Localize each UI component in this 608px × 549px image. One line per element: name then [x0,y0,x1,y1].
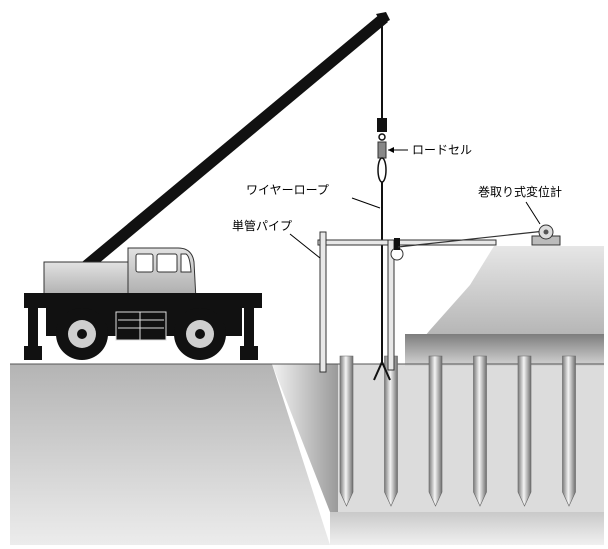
frame-leg-left [319,231,327,373]
wheel-front [56,308,108,360]
pile-clamp [373,361,391,381]
cab-window-3 [180,253,192,273]
shackle [378,133,386,141]
hook-block [377,118,387,132]
cab-window-1 [135,253,154,273]
piles-group [339,355,576,507]
meter-reel-hub [543,229,549,235]
pile-2 [384,355,398,507]
pile-5 [517,355,532,507]
pit-back-wall [338,364,604,512]
arrowhead-load-cell [388,147,394,153]
bench-upper [405,246,604,360]
measuring-wire [397,230,546,248]
target-clip [394,238,400,250]
outrigger-pad-left [24,346,42,360]
outrigger-right [244,308,254,348]
label-load-cell: ロードセル [412,143,472,157]
crane [24,12,390,360]
frame-horizontal-pipe [317,239,497,246]
ring-link [377,157,387,183]
crane-panel [115,311,167,341]
pile-3 [428,355,443,507]
bench-face [405,334,604,366]
pile-4 [473,355,487,507]
leader-wire-rope [351,197,381,209]
label-displacement-meter: 巻取り式変位計 [478,184,562,199]
reference-frame [317,230,546,373]
cab-window-2 [156,253,178,273]
rigging [373,22,391,381]
crane-carrier [24,293,262,308]
label-single-pipe: 単管パイプ [232,218,292,233]
displacement-meter [531,224,561,246]
soil-front-left [10,364,330,545]
outrigger-left [28,308,38,348]
annotations: ロードセル ワイヤーロープ 単管パイプ 巻取り式変位計 [232,143,562,259]
crane-boom [82,14,388,264]
pit-floor [330,512,604,545]
label-wire-rope: ワイヤーロープ [246,183,329,197]
wheel-rear [174,308,226,360]
pile-1 [339,355,354,507]
leader-single-pipe [289,233,321,259]
boom-tip [376,12,390,24]
pile-6 [562,355,576,507]
frame-leg-right [387,239,395,371]
load-cell [377,141,387,159]
outrigger-pad-right [240,346,258,360]
leader-displacement-meter [525,201,541,225]
pit-slope-left [272,364,338,512]
ground [10,246,604,545]
